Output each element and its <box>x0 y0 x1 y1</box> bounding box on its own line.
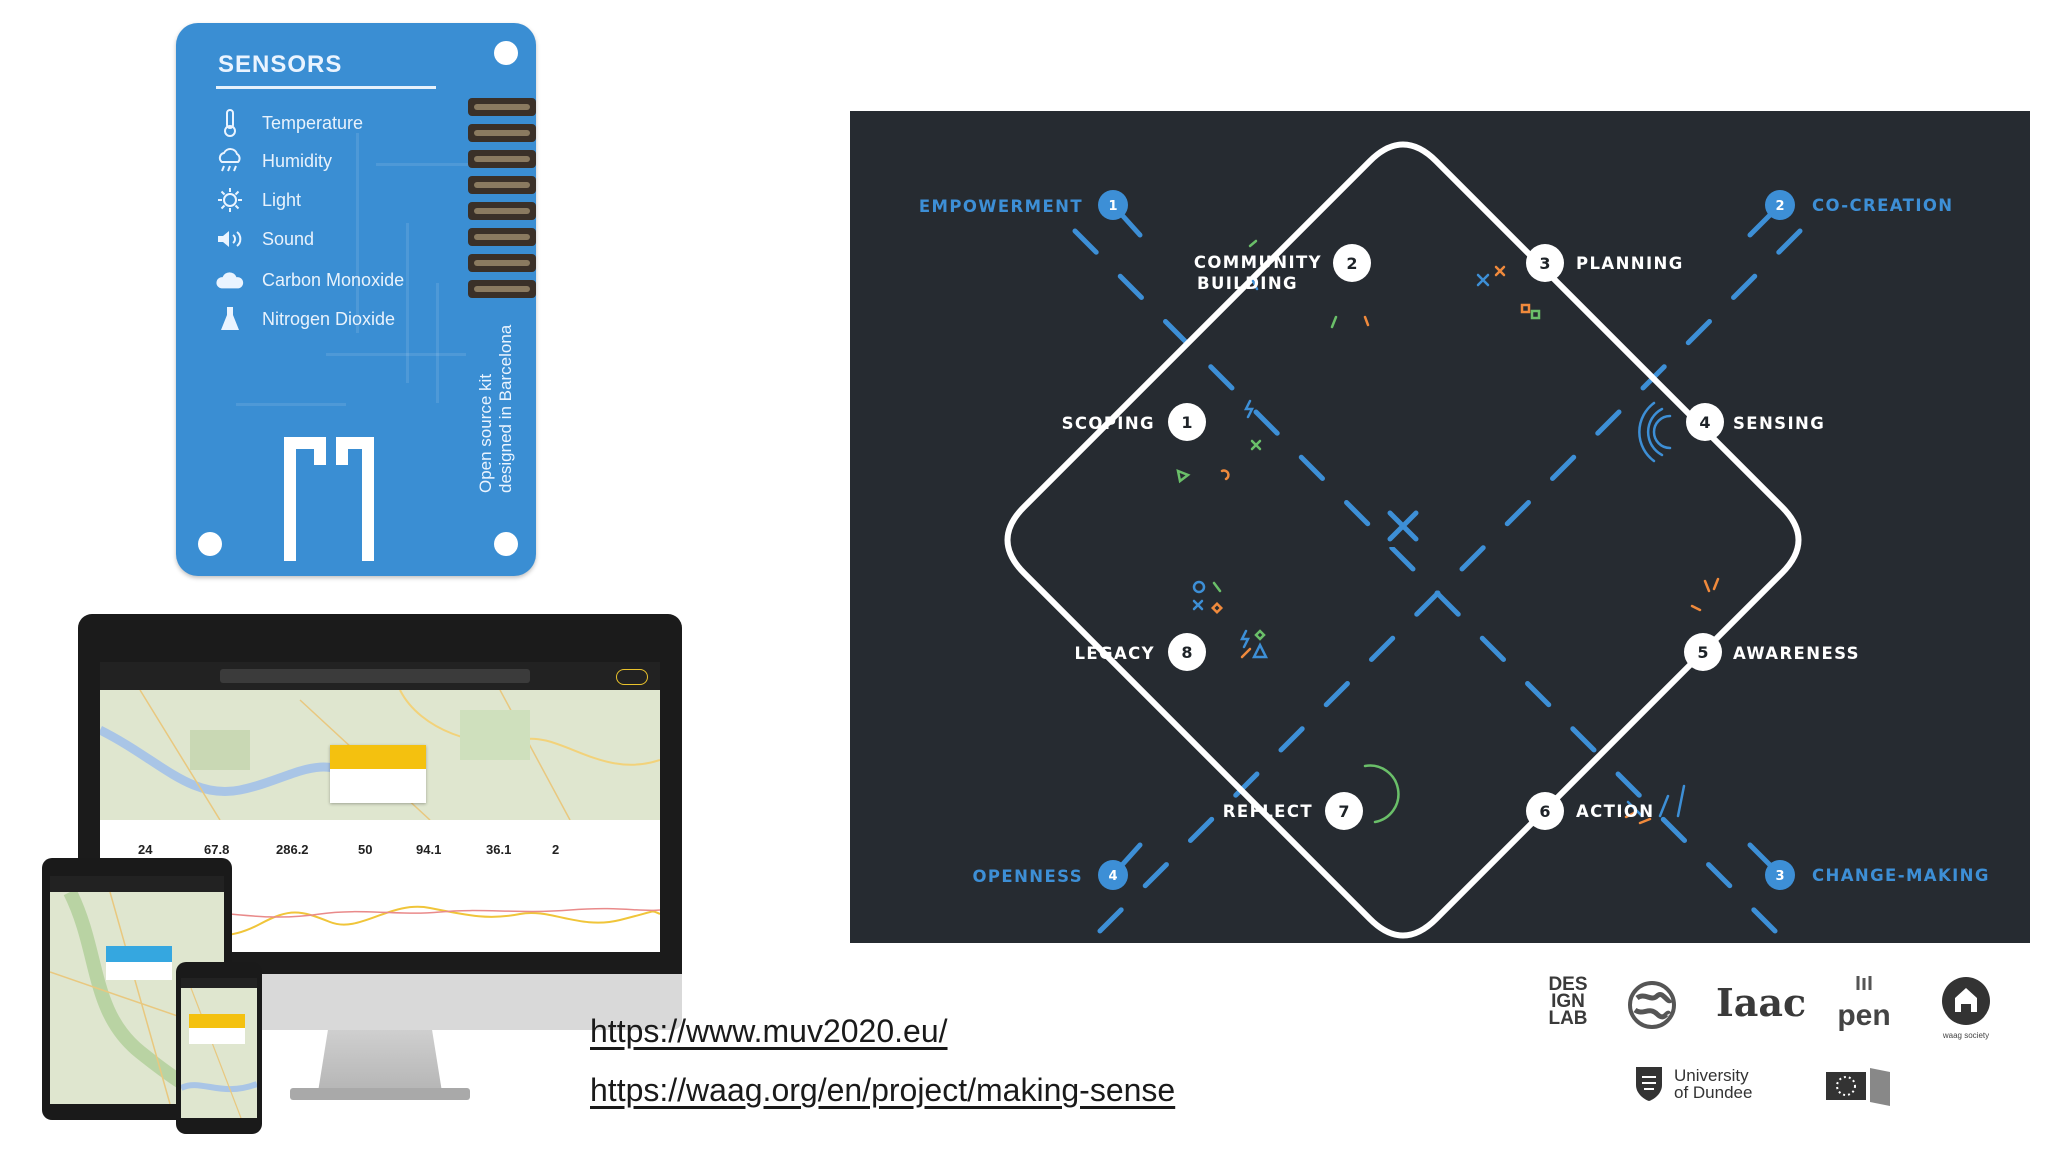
step-label-reflect: REFLECT <box>1223 802 1313 821</box>
step-node-6: 6 ACTION <box>1526 792 1655 830</box>
search-bar <box>220 669 530 683</box>
map-view <box>100 690 660 820</box>
sensor-item: Nitrogen Dioxide <box>216 305 395 333</box>
corner-label-co-creation: CO-CREATION <box>1812 196 1954 215</box>
step-label-sensing: SENSING <box>1733 414 1825 433</box>
sensor-label: Carbon Monoxide <box>262 269 405 290</box>
waag-logo: waag society <box>1936 976 1996 1040</box>
mounting-hole <box>494 532 518 556</box>
sensor-item: Carbon Monoxide <box>216 266 404 294</box>
step-label-awareness: AWARENESS <box>1733 644 1860 663</box>
sensor-item: Temperature <box>216 109 363 137</box>
phone-device <box>176 962 262 1134</box>
corner-label-empowerment: EMPOWERMENT <box>919 197 1083 216</box>
shield-icon <box>1636 1067 1662 1101</box>
board-title: SENSORS <box>218 51 343 78</box>
step-node-4: 4 SENSING <box>1686 403 1825 441</box>
flask-icon <box>216 305 244 333</box>
corner-label-openness: OPENNESS <box>972 867 1083 886</box>
corner-node-4: 4 OPENNESS <box>972 860 1128 890</box>
svg-text:7: 7 <box>1338 802 1349 821</box>
pen-logo: pen <box>1834 976 1894 1031</box>
design-lab-logo: DES IGN LAB <box>1548 974 1588 1029</box>
sensor-label: Temperature <box>262 112 364 133</box>
sensor-item: Light <box>216 186 301 214</box>
monitor-stand-base <box>290 1088 470 1100</box>
iaac-logo: Iaac <box>1716 980 1807 1025</box>
reading-value: 67.8 <box>204 842 230 857</box>
svg-text:5: 5 <box>1697 643 1708 662</box>
reading-value: 50 <box>358 842 373 857</box>
header-pins <box>466 98 536 308</box>
step-label-action: ACTION <box>1576 802 1655 821</box>
corner-node-2: 2 CO-CREATION <box>1765 190 1954 220</box>
sun-icon <box>216 186 244 214</box>
sensor-label: Sound <box>262 228 315 249</box>
dundee-logo: University of Dundee <box>1634 1065 1752 1103</box>
step-node-7: 7 REFLECT <box>1223 792 1363 830</box>
corner-node-3: 3 CHANGE-MAKING <box>1765 860 1990 890</box>
step-node-2: 2 COMMUNITY BUILDING <box>1194 244 1371 293</box>
svg-text:4: 4 <box>1699 413 1710 432</box>
step-node-8: 8 LEGACY <box>1074 633 1206 671</box>
signup-button <box>616 669 648 685</box>
link-muv2020[interactable]: https://www.muv2020.eu/ <box>590 1013 948 1049</box>
reading-value: 36.1 <box>486 842 512 857</box>
svg-text:4: 4 <box>1108 869 1117 884</box>
svg-text:1: 1 <box>1181 413 1192 432</box>
map-popup <box>330 745 426 803</box>
svg-text:2: 2 <box>1346 254 1357 273</box>
svg-text:3: 3 <box>1775 869 1784 884</box>
monitor-stand <box>318 1030 442 1092</box>
reading-value: 24 <box>138 842 153 857</box>
step-node-5: 5 AWARENESS <box>1684 633 1860 671</box>
sensor-board-image: SENSORS Temperature Humidity Light Sound <box>176 23 536 576</box>
svg-text:3: 3 <box>1539 254 1550 273</box>
sensor-item: Sound <box>216 225 314 253</box>
desktop-monitor: 24 67.8 286.2 50 94.1 36.1 2 <box>78 614 682 974</box>
cloud-icon <box>216 266 244 294</box>
thermometer-icon <box>216 109 244 137</box>
link-making-sense[interactable]: https://waag.org/en/project/making-sense <box>590 1072 1176 1108</box>
step-label-legacy: LEGACY <box>1074 644 1155 663</box>
svg-text:1: 1 <box>1108 199 1117 214</box>
pen-logo-icon <box>1856 976 1872 990</box>
step-label-scoping: SCOPING <box>1062 414 1155 433</box>
sensor-item: Humidity <box>216 147 332 175</box>
speaker-icon <box>216 225 244 253</box>
sensor-label: Nitrogen Dioxide <box>262 308 396 329</box>
step-node-3: 3 PLANNING <box>1526 244 1684 282</box>
mounting-hole <box>494 41 518 65</box>
phone-map-screenshot <box>181 978 257 1118</box>
reading-value: 2 <box>552 842 560 857</box>
board-side-text: Open source kit designed in Barcelona <box>476 324 515 493</box>
center-cross-icon <box>1387 510 1419 542</box>
reading-value: 286.2 <box>276 842 309 857</box>
step-label-planning: PLANNING <box>1576 254 1684 273</box>
eu-flag-logo-icon <box>1822 1062 1898 1112</box>
sensor-label: Humidity <box>262 150 333 171</box>
diagonal-dash <box>1084 228 1803 943</box>
making-sense-diagram: 1 EMPOWERMENT 2 CO-CREATION 3 CHANGE-MAK… <box>850 111 2030 943</box>
step-node-1: 1 SCOPING <box>1062 403 1206 441</box>
antenna-trace <box>284 437 374 561</box>
reading-value: 94.1 <box>416 842 442 857</box>
corner-label-change-making: CHANGE-MAKING <box>1812 866 1990 885</box>
diagonal-dash <box>1072 228 1791 943</box>
svg-text:6: 6 <box>1539 802 1550 821</box>
svg-text:2: 2 <box>1775 199 1784 214</box>
board-divider <box>216 86 436 89</box>
dashboard-topbar <box>100 662 660 690</box>
waag-logo-icon <box>1942 977 1990 1025</box>
mounting-hole <box>198 532 222 556</box>
step-label-community: COMMUNITY <box>1194 253 1322 272</box>
step-label-building: BUILDING <box>1197 274 1298 293</box>
globe-logo-icon <box>1627 980 1677 1030</box>
cloud-rain-icon <box>216 147 244 175</box>
corner-node-1: 1 EMPOWERMENT <box>919 190 1128 220</box>
process-path <box>1004 141 1802 939</box>
svg-text:8: 8 <box>1181 643 1192 662</box>
sensor-label: Light <box>262 189 302 210</box>
